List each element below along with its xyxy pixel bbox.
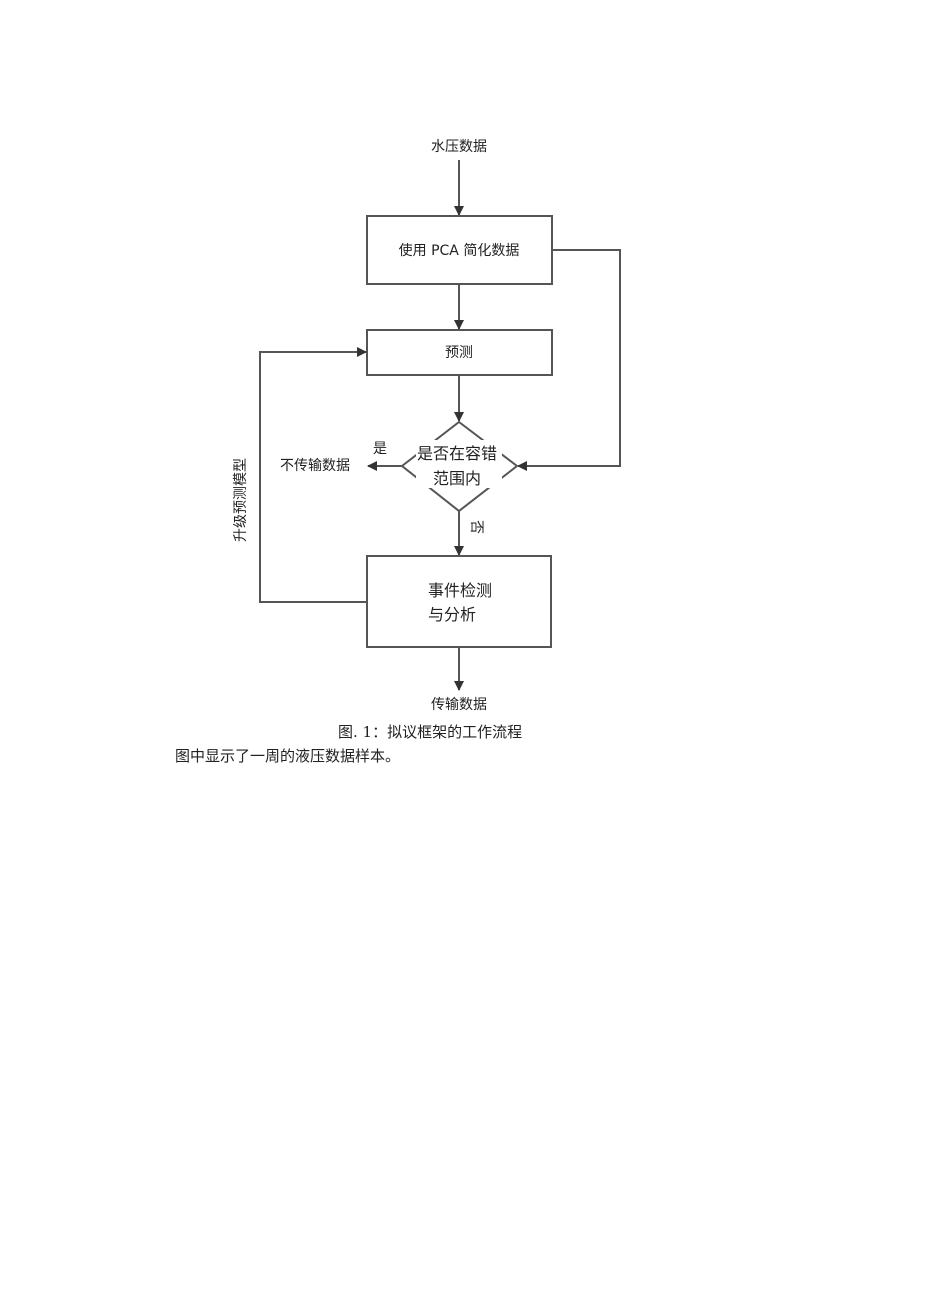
decision-label-2: 范围内 — [433, 469, 481, 488]
arrow-pca-to-decision — [517, 249, 621, 471]
yes-label: 是 — [373, 441, 387, 457]
no-transmit-label: 不传输数据 — [280, 458, 350, 474]
input-label: 水压数据 — [431, 139, 487, 155]
figure-caption: 图. 1：拟议框架的工作流程 — [338, 723, 523, 741]
no-label: 否 — [468, 520, 484, 534]
decision-label-1: 是否在容错 — [417, 444, 497, 463]
event-box-label-1: 事件检测 — [428, 581, 492, 600]
predict-box — [366, 329, 553, 376]
arrow-update-model — [259, 347, 367, 603]
update-model-label: 升级预测模型 — [233, 458, 249, 542]
event-box — [366, 555, 552, 648]
pca-box-label: 使用 PCA 简化数据 — [399, 242, 520, 259]
event-box-label-2: 与分析 — [428, 605, 476, 624]
predict-box-label: 预测 — [445, 345, 473, 361]
body-paragraph: 图中显示了一周的液压数据样本。 — [175, 747, 401, 765]
output-label: 传输数据 — [431, 697, 487, 713]
